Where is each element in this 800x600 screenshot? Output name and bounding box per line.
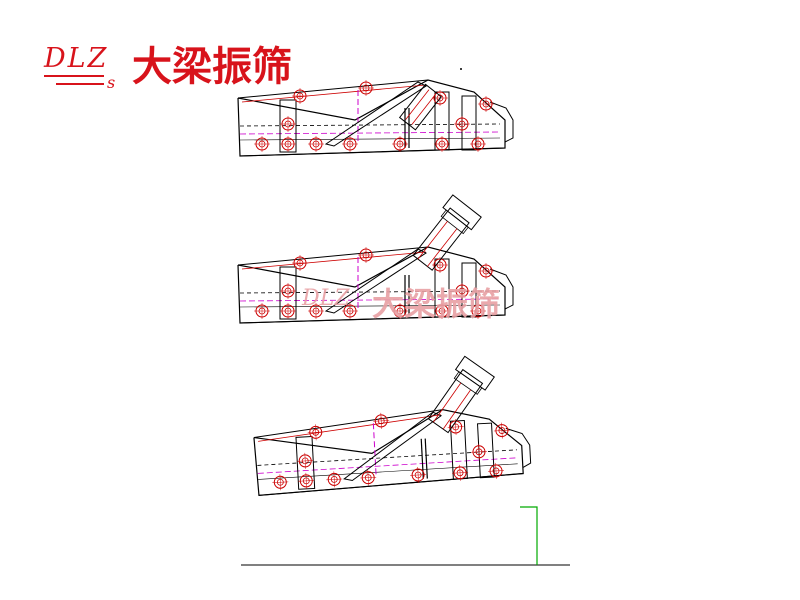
watermark: DLZ 大梁振筛 <box>301 285 500 323</box>
screen-view-1 <box>238 80 513 156</box>
logo-mark-sub: s <box>107 73 115 92</box>
screen-view-3 <box>250 355 531 495</box>
watermark-mark: DLZ <box>301 286 350 311</box>
logo-mark: DLZ <box>43 43 108 74</box>
support-leg <box>520 506 538 565</box>
drawing-dot <box>460 68 462 70</box>
watermark-brand: 大梁振筛 <box>372 285 500 323</box>
company-logo: DLZ s 大梁振筛 <box>43 43 292 92</box>
brand-name: 大梁振筛 <box>132 44 292 90</box>
